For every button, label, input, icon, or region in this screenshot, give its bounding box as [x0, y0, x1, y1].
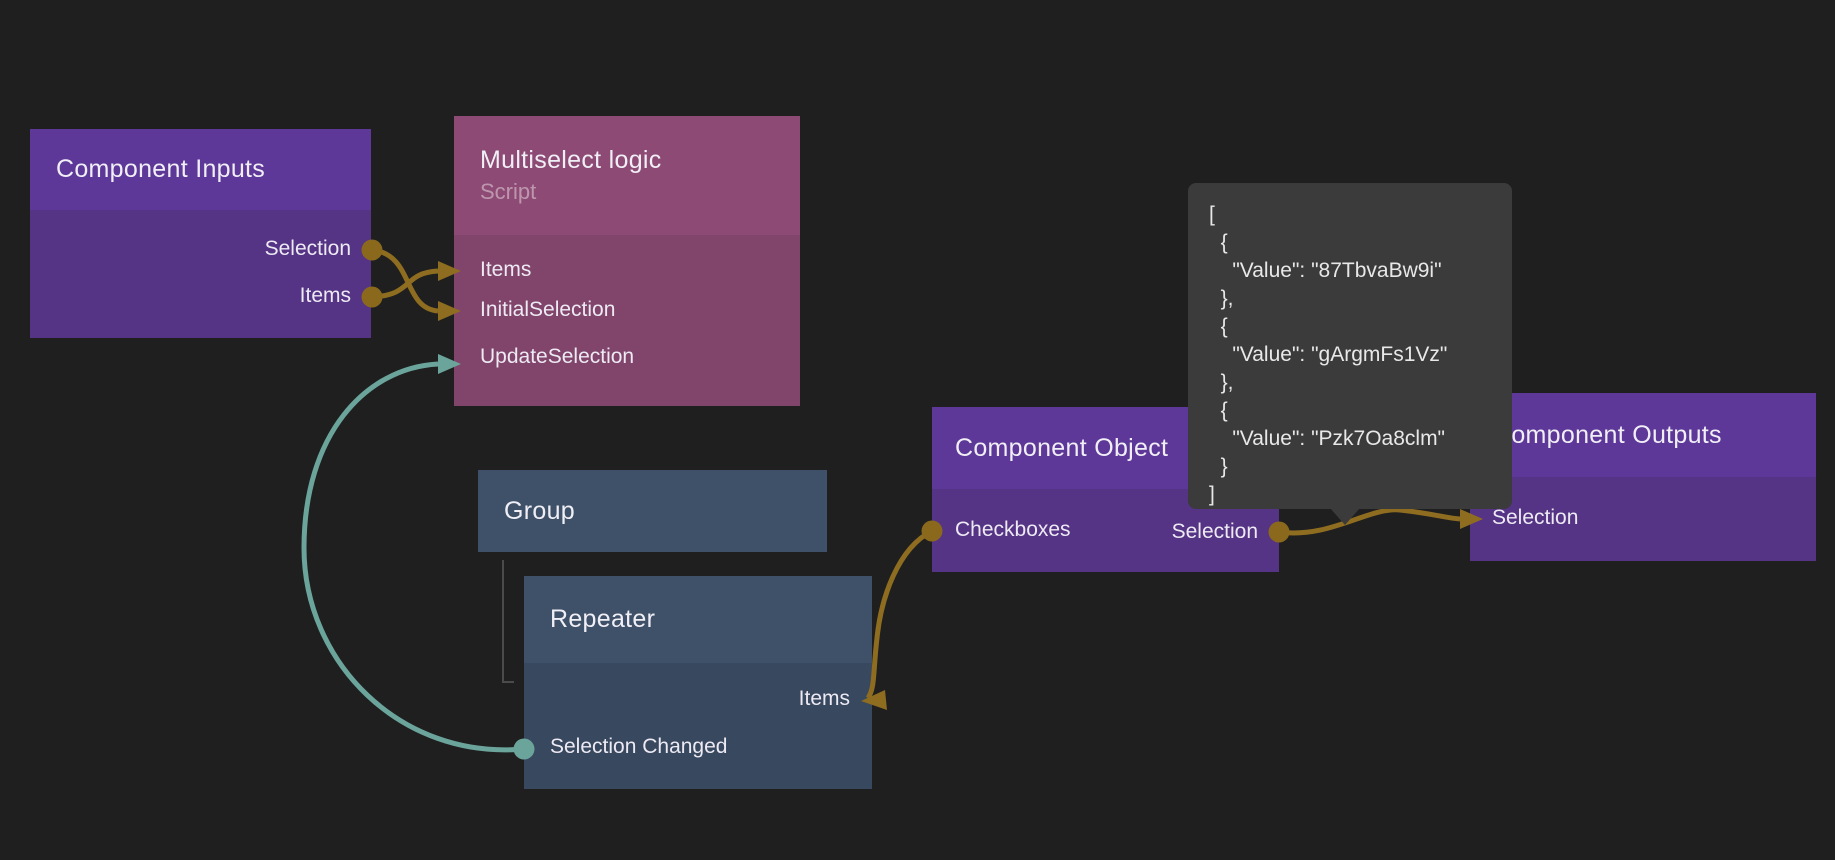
wire-checkboxes-to-repeater-items[interactable] — [865, 528, 934, 700]
node-body — [30, 210, 371, 338]
node-header[interactable]: Component Outputs — [1470, 393, 1816, 477]
port-items-input[interactable]: Items — [798, 687, 850, 710]
node-component-inputs[interactable]: Component Inputs Selection Items — [30, 129, 371, 338]
node-header[interactable]: Repeater — [524, 576, 872, 663]
node-title: Repeater — [550, 605, 656, 633]
port-items-output[interactable]: Items — [299, 284, 351, 307]
json-line: ] — [1209, 483, 1215, 506]
json-line: { — [1209, 315, 1228, 338]
tooltip-pointer — [1330, 508, 1360, 525]
port-checkboxes[interactable]: Checkboxes — [955, 518, 1071, 541]
json-line: [ — [1209, 203, 1215, 226]
node-repeater[interactable]: Repeater Items Selection Changed — [524, 576, 872, 789]
json-line: }, — [1209, 287, 1234, 310]
json-line: } — [1209, 455, 1228, 478]
node-header[interactable]: Component Inputs — [30, 129, 371, 210]
port-initialselection-input[interactable]: InitialSelection — [480, 298, 616, 321]
json-line: { — [1209, 399, 1228, 422]
port-updateselection-input[interactable]: UpdateSelection — [480, 345, 635, 368]
node-title: Component Outputs — [1493, 420, 1722, 449]
value-inspector-tooltip: [ { "Value": "87TbvaBw9i" }, { "Value": … — [1188, 183, 1512, 525]
port-selection-output[interactable]: Selection — [264, 237, 351, 260]
port-selection-changed-output[interactable]: Selection Changed — [550, 735, 728, 758]
node-group[interactable]: Group — [478, 470, 827, 552]
node-header[interactable]: Multiselect logic Script — [454, 116, 800, 235]
json-line: "Value": "87TbvaBw9i" — [1209, 259, 1442, 282]
node-component-outputs[interactable]: Component Outputs Selection — [1470, 393, 1816, 561]
node-title: Multiselect logic — [480, 146, 662, 174]
node-title: Component Inputs — [56, 155, 266, 183]
port-selection-input[interactable]: Selection — [1492, 506, 1579, 529]
node-subtitle: Script — [480, 179, 537, 204]
json-line: "Value": "gArgmFs1Vz" — [1209, 343, 1448, 366]
node-title: Component Object — [955, 433, 1169, 462]
port-selection-output[interactable]: Selection — [1171, 520, 1258, 543]
json-line: }, — [1209, 371, 1234, 394]
wire-selection-changed-to-updateselection[interactable] — [301, 361, 525, 753]
node-body — [1470, 477, 1816, 561]
node-multiselect-logic[interactable]: Multiselect logic Script Items InitialSe… — [454, 116, 800, 406]
json-line: "Value": "Pzk7Oa8clm" — [1209, 427, 1446, 450]
node-body — [524, 663, 872, 789]
json-line: { — [1209, 231, 1228, 254]
wire-selection-to-component-outputs[interactable] — [1278, 507, 1461, 536]
node-title: Group — [504, 497, 575, 525]
wire-items-to-items[interactable] — [371, 268, 439, 300]
wire-selection-to-initialselection[interactable] — [371, 247, 439, 314]
port-items-input[interactable]: Items — [480, 258, 532, 281]
group-child-hierarchy-line — [502, 560, 514, 683]
